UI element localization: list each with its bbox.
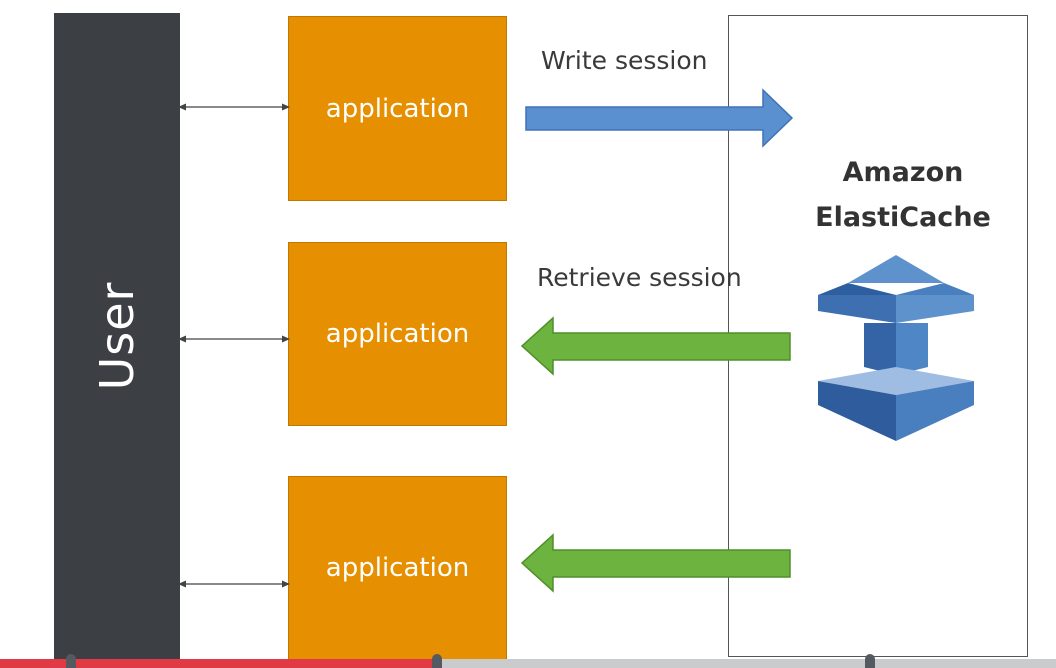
user-label: User [90,281,144,391]
application-label: application [325,553,470,583]
video-progress-played [0,659,433,668]
double-arrow-2 [178,335,290,343]
write-session-label: Write session [541,46,708,75]
application-box-1: application [288,16,507,201]
elasticache-title-line1: Amazon [842,157,964,188]
write-session-arrow [525,88,794,148]
application-label: application [325,319,470,349]
chapter-marker[interactable] [66,654,76,668]
user-bar: User [54,13,180,659]
elasticache-title-line2: ElastiCache [815,202,991,233]
application-box-2: application [288,242,507,426]
application-label: application [325,93,470,124]
elasticache-icon [818,255,974,441]
elasticache-title: Amazon ElastiCache [778,150,1028,240]
retrieve-session-arrow-1 [520,316,791,376]
chapter-marker[interactable] [865,654,875,668]
chapter-marker[interactable] [432,654,442,668]
double-arrow-3 [178,580,290,588]
double-arrow-1 [178,103,290,111]
application-box-3: application [288,476,507,660]
retrieve-session-arrow-2 [520,533,791,593]
retrieve-session-label: Retrieve session [537,263,742,292]
video-progress-bar[interactable] [0,659,1056,668]
